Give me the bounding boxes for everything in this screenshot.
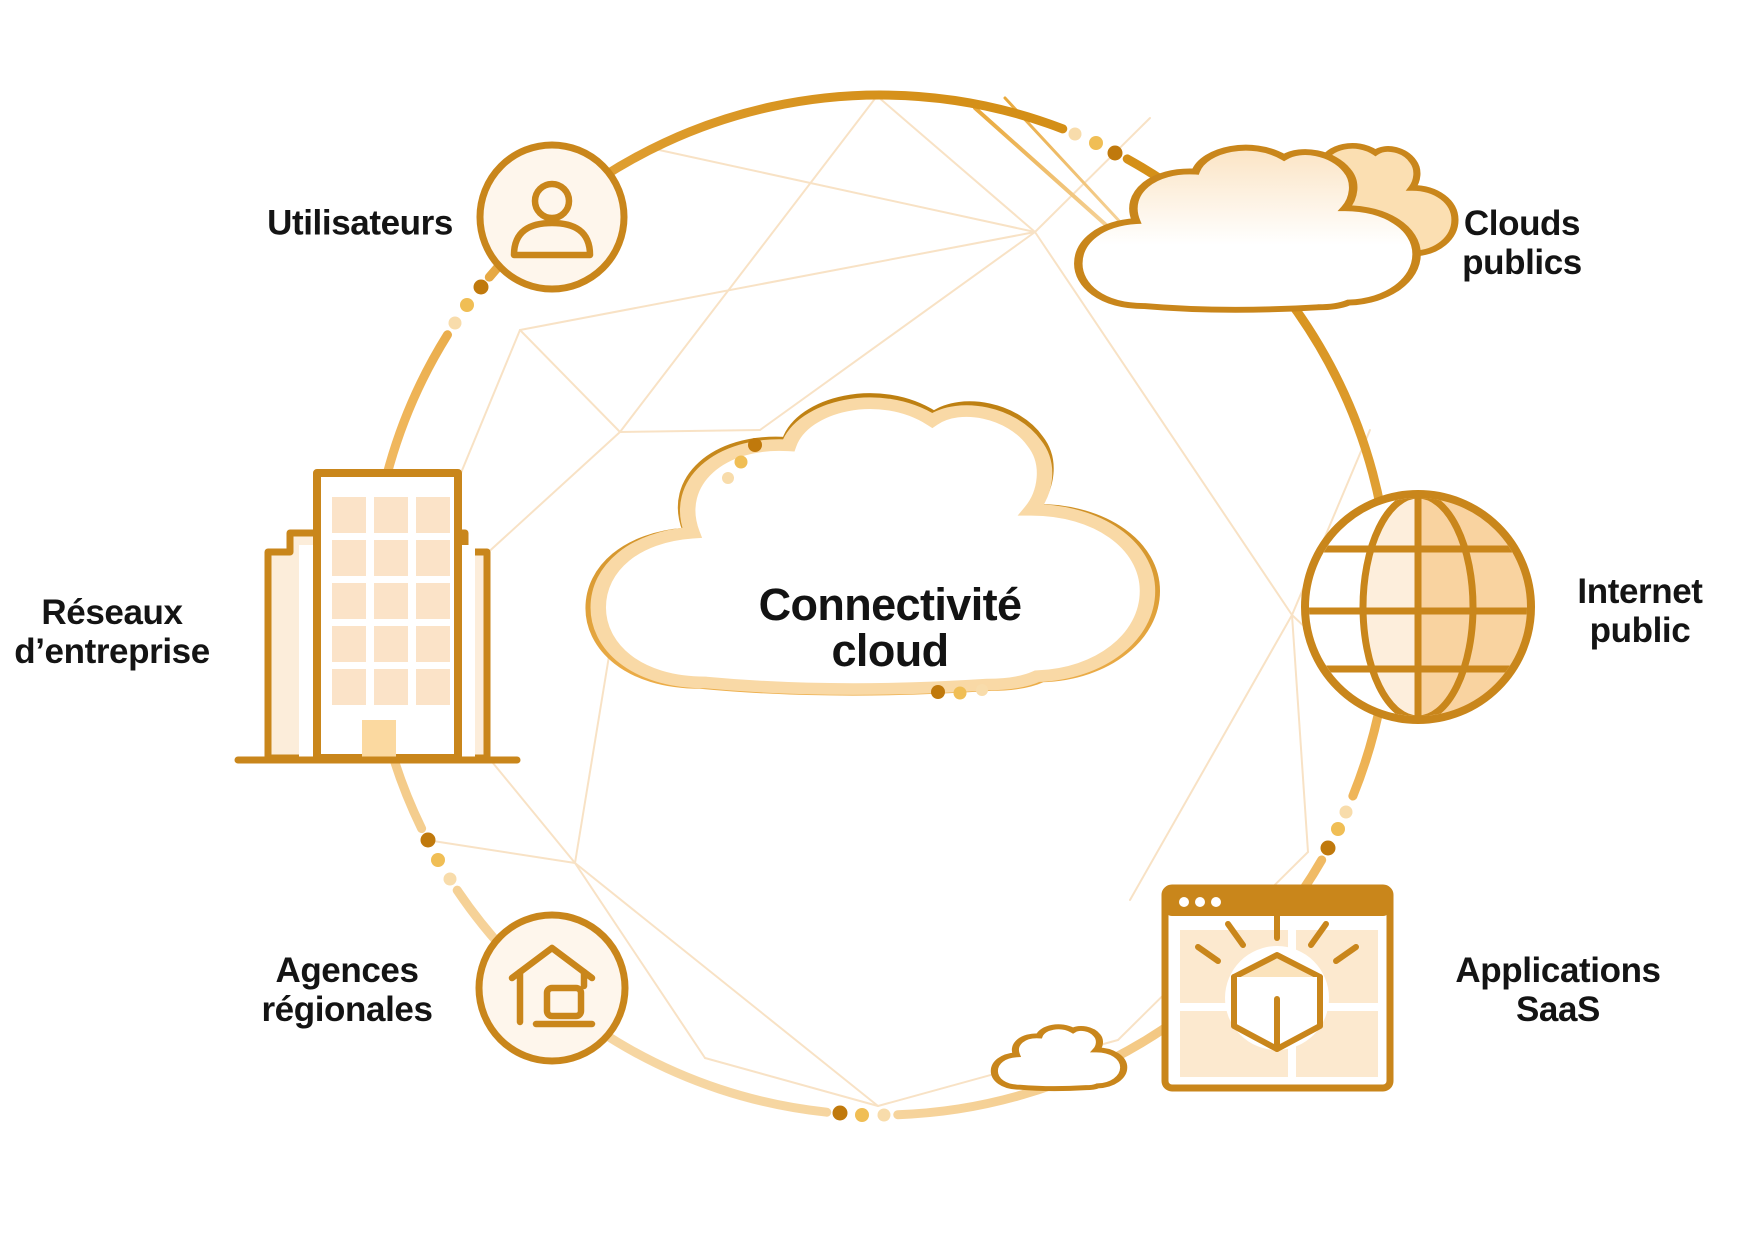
office-building-icon <box>234 469 521 764</box>
globe-icon <box>1301 490 1535 724</box>
package-box <box>1231 952 1323 1052</box>
user-circle-icon <box>476 141 628 293</box>
laptop-screen <box>543 984 585 1020</box>
ring-dots <box>420 127 1353 1122</box>
label-regional-branches: Agences régionales <box>261 950 433 1029</box>
central-cloud-title: Connectivité cloud <box>758 579 1022 676</box>
user-body <box>510 219 594 259</box>
building-windows <box>332 497 450 705</box>
clouds-icon <box>1078 146 1455 310</box>
browser-package-icon <box>994 884 1394 1089</box>
label-enterprise-networks: Réseaux d’entreprise <box>14 592 210 671</box>
house-roof <box>508 944 596 982</box>
central-cloud-dots <box>722 438 988 700</box>
browser-content-grid <box>1180 930 1378 1077</box>
user-head <box>531 180 573 222</box>
browser-dots <box>1179 897 1221 907</box>
label-saas-apps: Applications SaaS <box>1455 950 1661 1029</box>
home-office-circle-icon <box>475 911 629 1065</box>
package-rays <box>1195 909 1359 964</box>
mesh-network <box>391 95 1373 1107</box>
label-public-internet: Internet public <box>1577 571 1703 650</box>
label-public-clouds: Clouds publics <box>1462 203 1582 282</box>
saas-small-cloud <box>994 1027 1123 1089</box>
central-cloud <box>589 396 1156 700</box>
building-door <box>362 720 396 758</box>
label-users: Utilisateurs <box>267 203 453 243</box>
